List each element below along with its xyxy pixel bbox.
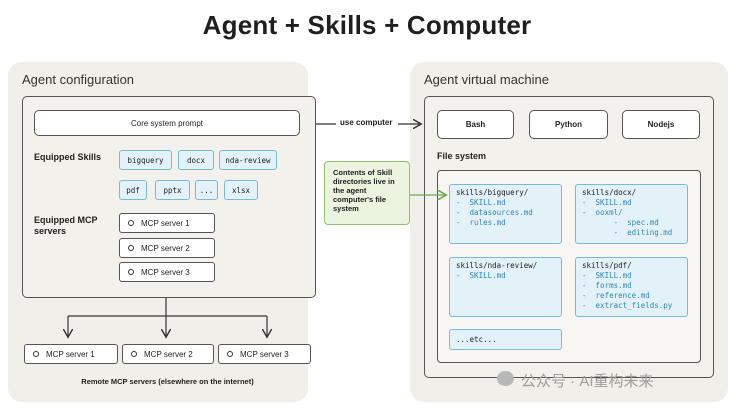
mcp-server-2: MCP server 2 xyxy=(119,238,215,258)
mcp-server-label: MCP server 2 xyxy=(141,243,190,253)
skill-dir-title: skills/nda-review/ xyxy=(456,261,538,270)
file-entry: ooxml/ xyxy=(595,208,623,217)
skill-tag-more: ... xyxy=(195,180,218,200)
skill-tag-pptx: pptx xyxy=(155,180,190,200)
file-entry: extract_fields.py xyxy=(595,301,673,310)
file-entry: editing.md xyxy=(627,228,673,237)
circle-icon xyxy=(33,351,39,357)
file-entry: SKILL.md xyxy=(595,271,632,280)
circle-icon xyxy=(128,220,134,226)
remote-mcp-caption: Remote MCP servers (elsewhere on the int… xyxy=(81,377,254,386)
skill-dir-title: skills/docx/ xyxy=(582,188,637,197)
skill-tag-nda-review: nda-review xyxy=(219,150,277,170)
use-computer-label: use computer xyxy=(340,118,393,127)
skill-dir-docx: skills/docx/ - SKILL.md - ooxml/ - spec.… xyxy=(575,184,688,244)
remote-mcp-label: MCP server 1 xyxy=(46,349,95,359)
wechat-icon xyxy=(497,371,514,386)
skill-dir-title: skills/pdf/ xyxy=(582,261,632,270)
remote-mcp-label: MCP server 3 xyxy=(240,349,289,359)
file-entry: datasources.md xyxy=(469,208,533,217)
diagram-title: Agent + Skills + Computer xyxy=(202,10,532,40)
equipped-mcp-label: Equipped MCP servers xyxy=(34,215,98,236)
skill-dir-title: skills/bigquery/ xyxy=(456,188,529,197)
skill-dir-nda-review: skills/nda-review/ - SKILL.md xyxy=(449,257,562,317)
skill-dir-etc: ...etc... xyxy=(449,329,562,350)
remote-mcp-server-3: MCP server 3 xyxy=(218,344,311,364)
tool-nodejs: Nodejs xyxy=(622,110,700,139)
skill-dirs-note: Contents of Skill directories live in th… xyxy=(324,161,410,225)
file-entry: SKILL.md xyxy=(469,198,506,207)
watermark-text: 公众号 · AI重构未来 xyxy=(521,373,654,390)
core-system-prompt: Core system prompt xyxy=(34,110,300,136)
tool-python: Python xyxy=(529,110,608,139)
remote-mcp-server-1: MCP server 1 xyxy=(24,344,118,364)
file-entry: forms.md xyxy=(595,281,632,290)
skill-tag-pdf: pdf xyxy=(119,180,147,200)
skill-dir-pdf: skills/pdf/ - SKILL.md - forms.md - refe… xyxy=(575,257,688,317)
circle-icon xyxy=(227,351,233,357)
skill-tag-docx: docx xyxy=(178,150,214,170)
mcp-server-label: MCP server 1 xyxy=(141,218,190,228)
file-entry: spec.md xyxy=(627,218,659,227)
file-entry: SKILL.md xyxy=(595,198,632,207)
circle-icon xyxy=(131,351,137,357)
mcp-server-1: MCP server 1 xyxy=(119,213,215,233)
circle-icon xyxy=(128,245,134,251)
skill-tag-xlsx: xlsx xyxy=(224,180,258,200)
tool-bash: Bash xyxy=(437,110,514,139)
file-entry: rules.md xyxy=(469,218,506,227)
equipped-skills-label: Equipped Skills xyxy=(34,152,102,162)
file-system-label: File system xyxy=(437,151,487,161)
mcp-server-label: MCP server 3 xyxy=(141,267,190,277)
skill-dir-bigquery: skills/bigquery/ - SKILL.md - datasource… xyxy=(449,184,562,244)
skill-tag-bigquery: bigquery xyxy=(119,150,172,170)
mcp-server-3: MCP server 3 xyxy=(119,262,215,282)
file-entry: reference.md xyxy=(595,291,650,300)
remote-mcp-server-2: MCP server 2 xyxy=(122,344,214,364)
file-entry: SKILL.md xyxy=(469,271,506,280)
circle-icon xyxy=(128,269,134,275)
remote-mcp-label: MCP server 2 xyxy=(144,349,193,359)
agent-config-label: Agent configuration xyxy=(22,72,135,87)
vm-label: Agent virtual machine xyxy=(424,72,550,87)
remote-connectors xyxy=(68,298,267,336)
